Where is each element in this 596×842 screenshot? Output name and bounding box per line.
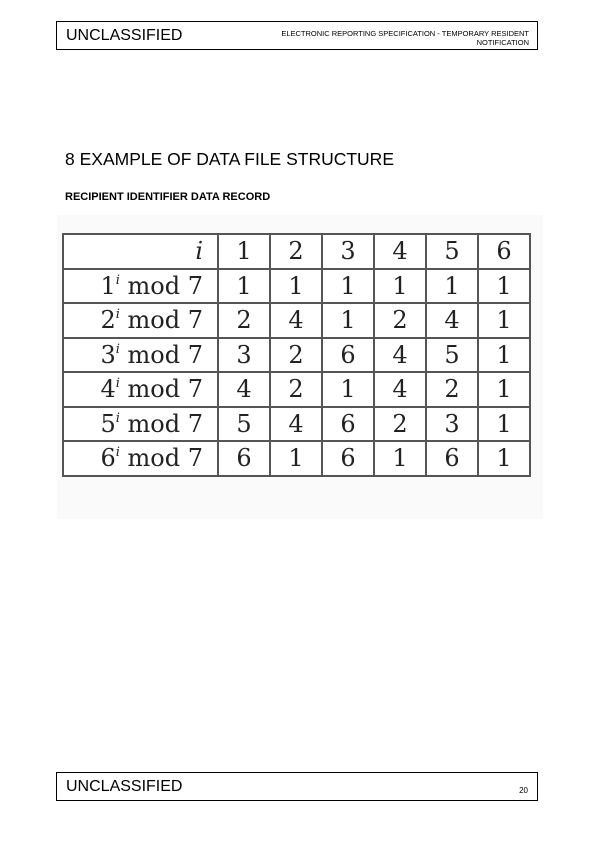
value-cell: 1: [373, 440, 427, 477]
value-cell: 6: [217, 440, 271, 477]
column-header-cell: 6: [477, 233, 531, 270]
row-exponent: i: [115, 410, 120, 426]
row-operation: mod 7: [119, 409, 203, 438]
value-cell: 1: [477, 302, 531, 339]
row-label-cell: 1i mod 7: [62, 267, 219, 304]
value-cell: 5: [217, 405, 271, 442]
value-cell: 1: [321, 267, 375, 304]
value-cell: 1: [321, 302, 375, 339]
row-exponent: i: [115, 272, 120, 288]
column-header-cell: 2: [269, 233, 323, 270]
row-base: 1: [100, 271, 116, 300]
record-heading: RECIPIENT IDENTIFIER DATA RECORD: [65, 191, 271, 203]
row-operation: mod 7: [119, 306, 203, 335]
value-cell: 4: [217, 371, 271, 408]
row-exponent: i: [115, 341, 120, 357]
value-cell: 1: [477, 267, 531, 304]
row-label-cell: 4i mod 7: [62, 371, 219, 408]
value-cell: 3: [425, 405, 479, 442]
value-cell: 2: [269, 371, 323, 408]
corner-header-cell: i: [62, 233, 219, 270]
column-header-cell: 5: [425, 233, 479, 270]
section-heading: 8 EXAMPLE OF DATA FILE STRUCTURE: [65, 149, 394, 169]
row-label-cell: 5i mod 7: [62, 405, 219, 442]
value-cell: 1: [217, 267, 271, 304]
page-number: 20: [519, 786, 528, 795]
row-exponent: i: [115, 376, 120, 392]
row-operation: mod 7: [119, 375, 203, 404]
value-cell: 2: [269, 336, 323, 373]
row-operation: mod 7: [119, 340, 203, 369]
value-cell: 4: [425, 302, 479, 339]
value-cell: 1: [477, 336, 531, 373]
row-operation: mod 7: [119, 271, 203, 300]
value-cell: 4: [373, 371, 427, 408]
value-cell: 4: [269, 405, 323, 442]
value-cell: 6: [321, 336, 375, 373]
row-operation: mod 7: [119, 444, 203, 473]
row-label-cell: 3i mod 7: [62, 336, 219, 373]
row-exponent: i: [115, 445, 120, 461]
column-header-cell: 4: [373, 233, 427, 270]
value-cell: 6: [321, 405, 375, 442]
value-cell: 4: [373, 336, 427, 373]
row-base: 5: [100, 409, 116, 438]
header-classification: UNCLASSIFIED: [66, 27, 183, 44]
value-cell: 3: [217, 336, 271, 373]
value-cell: 2: [373, 302, 427, 339]
column-header-cell: 3: [321, 233, 375, 270]
table-header-row: i 1 2 3 4 5 6: [62, 233, 531, 270]
value-cell: 6: [425, 440, 479, 477]
value-cell: 6: [321, 440, 375, 477]
row-exponent: i: [115, 307, 120, 323]
value-cell: 1: [373, 267, 427, 304]
value-cell: 5: [425, 336, 479, 373]
row-base: 3: [100, 340, 116, 369]
row-base: 2: [100, 306, 116, 335]
value-cell: 1: [477, 440, 531, 477]
page-footer: UNCLASSIFIED 20: [56, 772, 538, 801]
page-header: UNCLASSIFIED ELECTRONIC REPORTING SPECIF…: [56, 21, 538, 50]
row-label-cell: 2i mod 7: [62, 302, 219, 339]
footer-classification: UNCLASSIFIED: [66, 778, 183, 795]
value-cell: 2: [217, 302, 271, 339]
value-cell: 1: [477, 405, 531, 442]
row-base: 6: [100, 444, 116, 473]
value-cell: 2: [425, 371, 479, 408]
row-base: 4: [100, 375, 116, 404]
value-cell: 1: [269, 267, 323, 304]
value-cell: 1: [477, 371, 531, 408]
value-cell: 1: [321, 371, 375, 408]
value-cell: 2: [373, 405, 427, 442]
value-cell: 4: [269, 302, 323, 339]
value-cell: 1: [425, 267, 479, 304]
row-label-cell: 6i mod 7: [62, 440, 219, 477]
value-cell: 1: [269, 440, 323, 477]
header-document-title: ELECTRONIC REPORTING SPECIFICATION - TEM…: [281, 29, 529, 47]
column-header-cell: 1: [217, 233, 271, 270]
